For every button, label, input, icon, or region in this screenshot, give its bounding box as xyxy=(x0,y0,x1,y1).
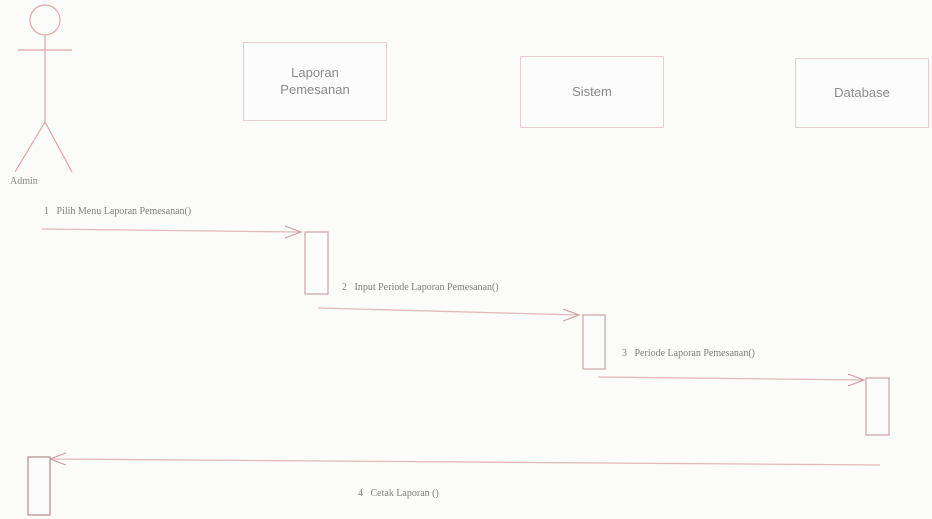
message-2-text: Input Periode Laporan Pemesanan() xyxy=(354,282,499,293)
activation-sistem xyxy=(582,314,606,370)
message-3-number: 3 xyxy=(622,348,627,359)
lifeline-sistem-label: Sistem xyxy=(572,83,612,99)
lifeline-database-label: Database xyxy=(834,84,890,100)
activation-laporan xyxy=(304,231,329,295)
message-1-arrowhead xyxy=(284,225,303,239)
lifeline-laporan-pemesanan-label: Laporan Pemesanan xyxy=(280,65,350,97)
message-1-label: 1 Pilih Menu Laporan Pemesanan() xyxy=(44,206,191,217)
message-2-label: 2 Input Periode Laporan Pemesanan() xyxy=(342,282,499,293)
message-3-text: Periode Laporan Pemesanan() xyxy=(634,348,756,359)
message-3-label: 3 Periode Laporan Pemesanan() xyxy=(622,348,755,359)
activation-database xyxy=(865,377,890,436)
message-1-line xyxy=(41,228,301,233)
lifeline-laporan-pemesanan: Laporan Pemesanan xyxy=(243,42,387,121)
actor-head xyxy=(29,4,61,36)
message-1-text: Pilih Menu Laporan Pemesanan() xyxy=(56,206,192,217)
message-4-label: 4 Cetak Laporan () xyxy=(358,488,439,499)
lifeline-database: Database xyxy=(795,58,929,128)
message-4-number: 4 xyxy=(358,488,363,499)
activation-actor xyxy=(27,456,51,516)
lifeline-sistem: Sistem xyxy=(520,56,664,128)
message-4-text: Cetak Laporan () xyxy=(370,488,439,499)
message-1-number: 1 xyxy=(44,206,49,217)
actor-label: Admin xyxy=(10,176,38,187)
actor-right-leg xyxy=(44,121,73,173)
message-3-line xyxy=(597,376,864,381)
message-2-arrowhead xyxy=(562,308,581,322)
message-2-number: 2 xyxy=(342,282,347,293)
message-3-arrowhead xyxy=(847,373,866,387)
message-2-line xyxy=(317,307,579,316)
actor-figure xyxy=(14,4,73,173)
message-4-line xyxy=(49,458,881,466)
actor-left-leg xyxy=(14,121,46,173)
